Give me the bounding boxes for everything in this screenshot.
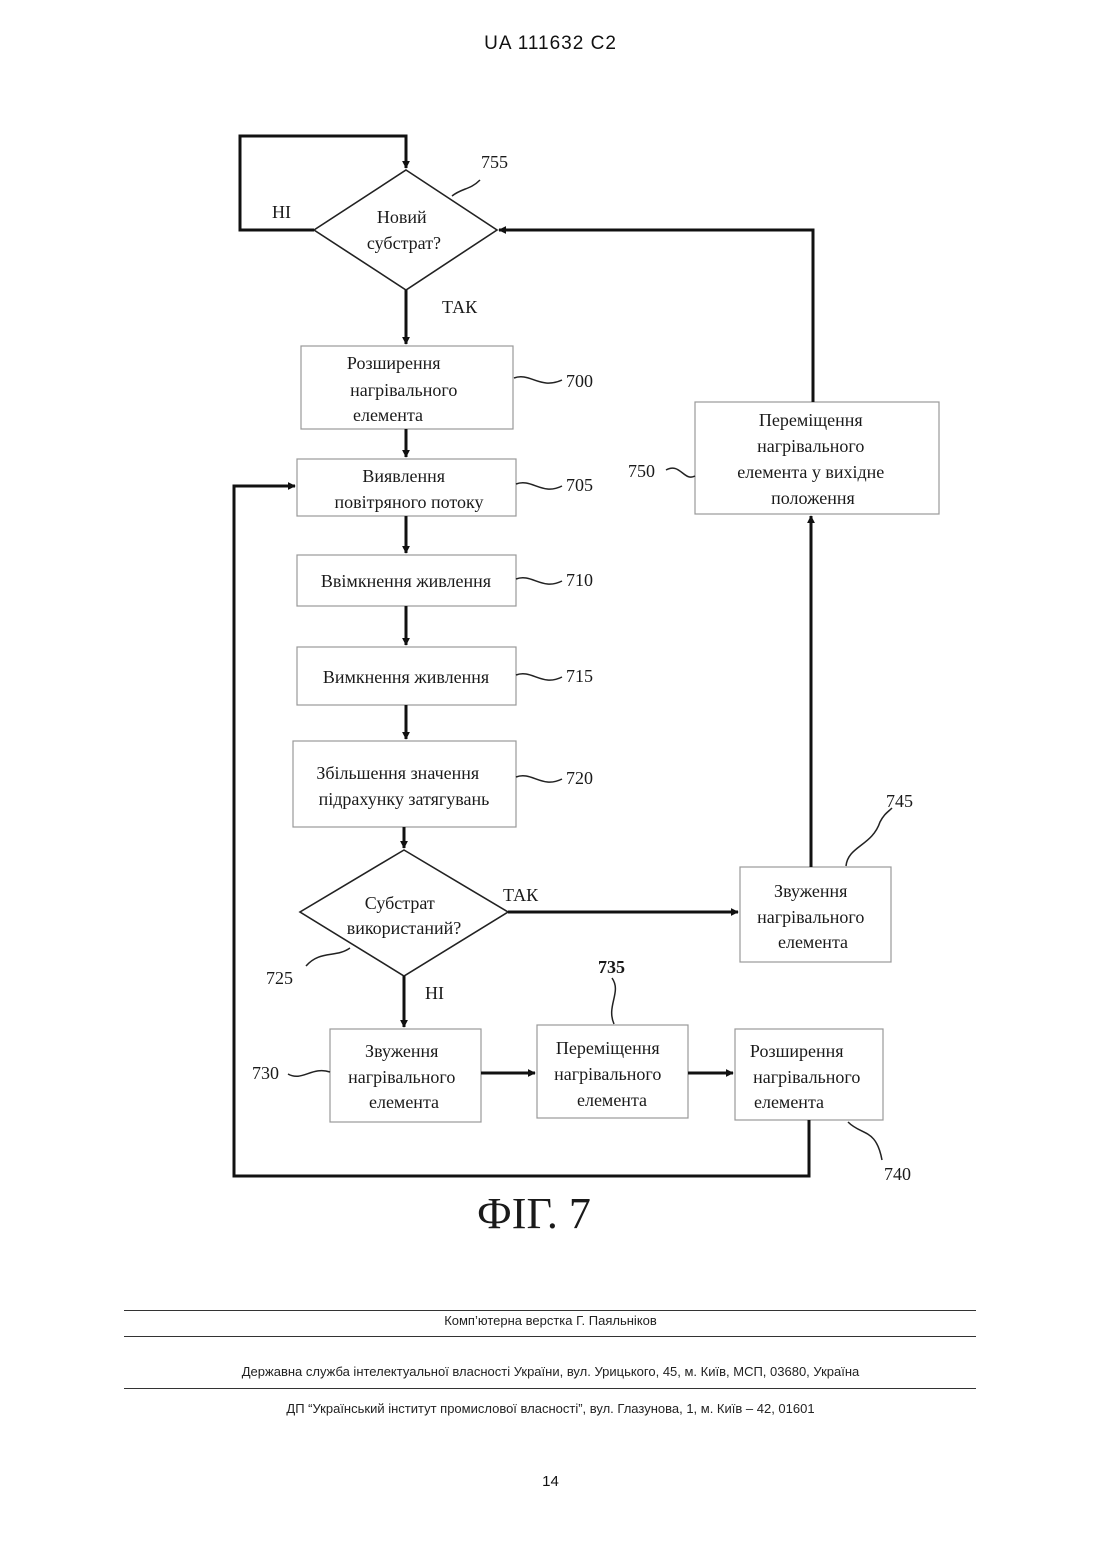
ref-735: 735 <box>598 957 625 977</box>
decision-755-shape <box>314 170 497 290</box>
leader-740 <box>848 1122 882 1160</box>
leader-705 <box>516 483 562 489</box>
leader-725 <box>306 948 350 966</box>
box-710-text: Ввімкнення живлення <box>321 571 491 591</box>
ref-745: 745 <box>886 791 913 811</box>
ref-715: 715 <box>566 666 593 686</box>
box-720-shape <box>293 741 516 827</box>
decision-755-no-label: НІ <box>272 202 291 222</box>
ref-730: 730 <box>252 1063 279 1083</box>
ref-725: 725 <box>266 968 293 988</box>
decision-725-no-label: НІ <box>425 983 444 1003</box>
leader-745 <box>846 808 892 866</box>
footer-divider-1 <box>124 1310 976 1311</box>
leader-710 <box>516 578 562 584</box>
footer-institute: ДП “Український інститут промислової вла… <box>0 1401 1101 1416</box>
ref-700: 700 <box>566 371 593 391</box>
ref-710: 710 <box>566 570 593 590</box>
ref-740: 740 <box>884 1164 911 1184</box>
leader-750 <box>666 468 695 477</box>
footer-divider-2 <box>124 1336 976 1337</box>
footer-agency: Державна служба інтелектуальної власност… <box>0 1364 1101 1379</box>
box-715-text: Вимкнення живлення <box>323 667 489 687</box>
figure-label: ФІГ. 7 <box>477 1189 591 1238</box>
leader-720 <box>516 776 562 782</box>
leader-735 <box>612 978 616 1024</box>
leader-730 <box>288 1071 330 1077</box>
ref-720: 720 <box>566 768 593 788</box>
connector-750-755 <box>499 230 813 402</box>
ref-750: 750 <box>628 461 655 481</box>
ref-705: 705 <box>566 475 593 495</box>
decision-725-yes-label: ТАК <box>503 885 539 905</box>
footer-compositor: Комп’ютерна верстка Г. Паяльніков <box>0 1313 1101 1328</box>
decision-725-shape <box>300 850 508 976</box>
footer-divider-3 <box>124 1388 976 1389</box>
page-number: 14 <box>0 1473 1101 1490</box>
leader-755 <box>452 180 480 196</box>
ref-755: 755 <box>481 152 508 172</box>
leader-700 <box>514 377 562 383</box>
decision-755-yes-label: ТАК <box>442 297 478 317</box>
leader-715 <box>516 674 562 680</box>
